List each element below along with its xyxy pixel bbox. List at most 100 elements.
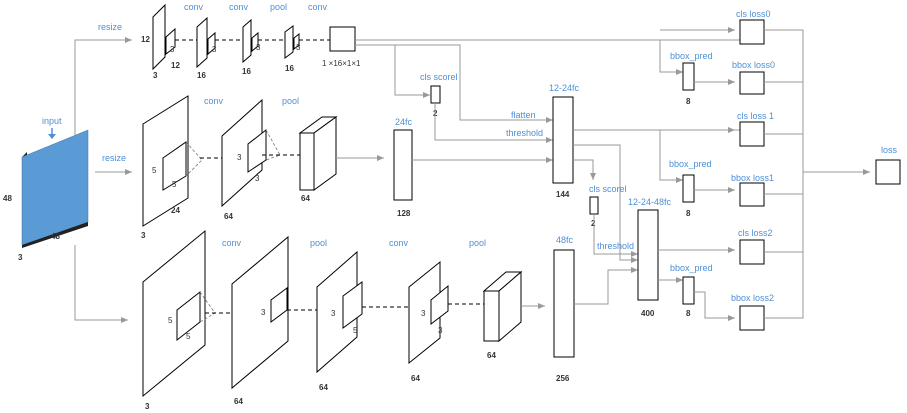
merge48-fc-box: [637, 209, 659, 301]
cls-loss2-box: [739, 239, 765, 265]
svg-text:5: 5: [353, 326, 358, 335]
bbox-pred0-box: [682, 62, 695, 91]
merge24-fc-dim: 144: [556, 190, 570, 199]
bbox-pred2-box: [682, 276, 695, 305]
net12-output-box: [329, 26, 356, 52]
net12-layer3: 16 3: [242, 18, 261, 76]
resize-label-24: resize: [102, 153, 126, 163]
svg-text:64: 64: [319, 383, 328, 392]
resize-label-12: resize: [98, 22, 122, 32]
svg-text:3: 3: [153, 71, 158, 80]
merge48-fc-dim: 400: [641, 309, 655, 318]
input-dim-c: 3: [18, 253, 23, 262]
net24-fc-label: 24fc: [395, 117, 413, 127]
svg-text:24: 24: [171, 206, 180, 215]
merge24-cls-box: [589, 196, 599, 215]
bbox-loss2-box: [739, 305, 765, 331]
merge48-fc-label: 12-24-48fc: [628, 197, 672, 207]
svg-text:64: 64: [234, 397, 243, 406]
svg-text:16: 16: [197, 71, 206, 80]
svg-text:3: 3: [261, 308, 266, 317]
svg-text:16: 16: [242, 67, 251, 76]
net12-layer2: 16 3: [196, 16, 217, 80]
flatten-label: flatten: [511, 110, 536, 120]
bbox-pred2-dim: 8: [686, 309, 691, 318]
net12-conv2-label: conv: [229, 2, 249, 12]
merge24-fc-label: 12-24fc: [549, 83, 580, 93]
net24-fc-dim: 128: [397, 209, 411, 218]
svg-text:3: 3: [145, 402, 150, 411]
bbox-loss1-box: [739, 182, 765, 207]
svg-text:3: 3: [255, 174, 260, 183]
net12-layer4: 16 3: [284, 25, 301, 73]
net12-conv1-label: conv: [184, 2, 204, 12]
branch-to-48: [74, 245, 128, 323]
net48-fc-box: [553, 249, 575, 358]
svg-text:12: 12: [141, 35, 150, 44]
net48-conv2-label: conv: [389, 238, 409, 248]
svg-text:64: 64: [301, 194, 310, 203]
net48-pool2-label: pool: [469, 238, 486, 248]
branch-to-12: [74, 37, 132, 135]
svg-text:64: 64: [411, 374, 420, 383]
svg-text:5: 5: [152, 166, 157, 175]
cls-loss1-label: cls loss 1: [737, 111, 774, 121]
net48-layer3: 64 3 5: [316, 250, 363, 392]
net12-cls-box: [430, 85, 441, 104]
svg-text:16: 16: [285, 64, 294, 73]
bbox-pred2-label: bbox_pred: [670, 263, 713, 273]
svg-text:3: 3: [421, 309, 426, 318]
net12-layer1: 12 3 3 12: [141, 3, 180, 80]
loss-label: loss: [881, 145, 898, 155]
net48-fc-label: 48fc: [556, 235, 574, 245]
net48-layer5: 64: [482, 270, 523, 360]
svg-text:3: 3: [296, 43, 301, 52]
merge24-cls-label: cls scorel: [589, 184, 627, 194]
svg-text:3: 3: [170, 45, 175, 54]
merge24-fc-box: [552, 96, 574, 184]
svg-text:3: 3: [256, 43, 261, 52]
cls-loss0-label: cls loss0: [736, 9, 771, 19]
svg-text:64: 64: [224, 212, 233, 221]
net24-conv-label: conv: [204, 96, 224, 106]
svg-text:3: 3: [212, 45, 217, 54]
net48-layer1: 3 5 5: [142, 229, 216, 411]
bbox-pred0-label: bbox_pred: [670, 51, 713, 61]
net48-pool1-label: pool: [310, 238, 327, 248]
net48-layer2: 64 3: [231, 235, 289, 406]
net12-cls-label: cls scorel: [420, 72, 458, 82]
net24-layer2: 64 3 3: [221, 98, 281, 221]
input-block: input 48 48 3: [3, 116, 89, 262]
net48-layer4: 64 3 3: [408, 260, 449, 383]
net12-pool-label: pool: [270, 2, 287, 12]
net48-fc-dim: 256: [556, 374, 570, 383]
bbox-pred1-box: [682, 174, 695, 203]
svg-text:5: 5: [168, 316, 173, 325]
bbox-pred0-dim: 8: [686, 97, 691, 106]
cls-loss2-label: cls loss2: [738, 228, 773, 238]
net24-layer3: 64: [298, 116, 338, 203]
input-label: input: [42, 116, 62, 126]
net24-fc-box: [393, 129, 413, 201]
net48-conv1-label: conv: [222, 238, 242, 248]
threshold-label-24: threshold: [506, 128, 543, 138]
svg-text:5: 5: [186, 332, 191, 341]
svg-text:64: 64: [487, 351, 496, 360]
input-dim-h: 48: [3, 194, 12, 203]
net24-layer1: 3 5 5 24: [141, 95, 203, 240]
net24-pool-label: pool: [282, 96, 299, 106]
net12-output-label: 1 ×16×1×1: [322, 59, 361, 68]
svg-text:5: 5: [172, 180, 177, 189]
svg-text:3: 3: [237, 153, 242, 162]
bbox-loss1-label: bbox loss1: [731, 173, 774, 183]
loss-box: [875, 159, 901, 185]
net12-conv3-label: conv: [308, 2, 328, 12]
svg-text:3: 3: [331, 309, 336, 318]
bbox-pred1-label: bbox_pred: [669, 159, 712, 169]
cls-loss0-box: [739, 19, 765, 45]
bbox-loss0-box: [739, 71, 765, 95]
threshold-label-48: threshold: [597, 241, 634, 251]
bbox-loss2-label: bbox loss2: [731, 293, 774, 303]
svg-text:3: 3: [141, 231, 146, 240]
